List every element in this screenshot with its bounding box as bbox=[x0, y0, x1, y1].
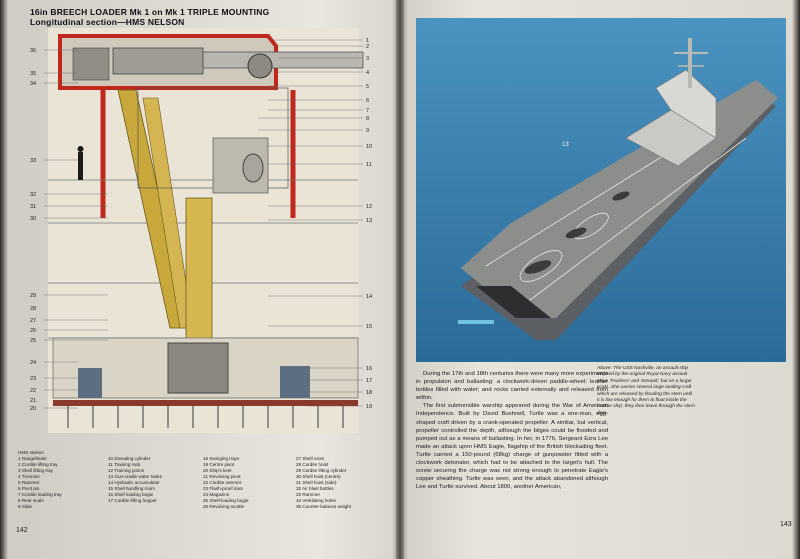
diagram-number: 20 bbox=[30, 406, 36, 412]
diagram-number: 12 bbox=[366, 204, 372, 210]
legend-item: 29 Cordite lifting cylinder bbox=[296, 468, 347, 473]
diagram-number: 17 bbox=[366, 378, 372, 384]
book-gutter bbox=[396, 0, 404, 559]
diagram-number: 35 bbox=[30, 71, 36, 77]
legend-item: 21 Revolving pivot bbox=[203, 474, 241, 479]
legend-item: 2 Cordite lifting tray bbox=[18, 462, 58, 467]
legend-item: 27 Shell room bbox=[296, 456, 325, 461]
article-paragraph: During the 17th and 18th centuries there… bbox=[416, 371, 608, 402]
legend-column: HMS Nelson 1 Rangefinder 2 Cordite lifti… bbox=[18, 450, 62, 510]
legend-item: 19 Centre pivot bbox=[203, 462, 235, 467]
article-paragraph: The first submersible warship appeared d… bbox=[416, 403, 608, 491]
diagram-number: 30 bbox=[30, 216, 36, 222]
page-number-left: 142 bbox=[16, 527, 28, 534]
diagram-number: 7 bbox=[366, 108, 369, 114]
legend-item: 11 Training rack bbox=[108, 462, 141, 467]
diagram-number: 4 bbox=[366, 70, 369, 76]
legend-item: 4 Trunnion bbox=[18, 474, 40, 479]
diagram-number: 23 bbox=[30, 376, 36, 382]
turret-cross-section-diagram: 1 2 3 4 5 6 7 8 9 10 11 12 13 14 15 16 1… bbox=[30, 28, 372, 433]
legend-item: 9 Slide bbox=[18, 504, 33, 509]
legend-item: 7 Cordite loading tray bbox=[18, 492, 62, 497]
legend-item: 28 Cordite hoist bbox=[296, 462, 329, 467]
legend-item: 10 Elevating cylinder bbox=[108, 456, 151, 461]
diagram-number: 10 bbox=[366, 144, 372, 150]
legend-item: 31 Shell hoist (side) bbox=[296, 480, 337, 485]
legend-item: 15 Shell handling room bbox=[108, 486, 155, 491]
legend-item: 23 Flash-proof door bbox=[203, 486, 244, 491]
legend-item: 14 Hydraulic accumulator bbox=[108, 480, 160, 485]
photo-caption: Above: The USS Nashville, an assault shi… bbox=[597, 366, 695, 416]
diagram-number: 13 bbox=[366, 218, 372, 224]
legend-heading: HMS Nelson bbox=[18, 450, 44, 455]
diagram-number: 1 bbox=[366, 38, 369, 44]
assault-ship-photo: 13 bbox=[416, 18, 786, 362]
diagram-number: 26 bbox=[30, 328, 36, 334]
diagram-legend: HMS Nelson 1 Rangefinder 2 Cordite lifti… bbox=[18, 450, 383, 525]
diagram-number: 3 bbox=[366, 56, 369, 62]
hull-number: 13 bbox=[562, 142, 569, 148]
legend-item: 22 Cordite rammer bbox=[203, 480, 242, 485]
legend-item: 35 Counter-balance weight bbox=[296, 504, 351, 509]
diagram-number: 33 bbox=[30, 158, 36, 164]
diagram-number: 16 bbox=[366, 366, 372, 372]
diagram-number: 28 bbox=[30, 306, 36, 312]
legend-item: 8 Rear scale bbox=[18, 498, 44, 503]
diagram-number: 11 bbox=[366, 162, 372, 168]
legend-item: 32 Air blast bottles bbox=[296, 486, 334, 491]
legend-item: 30 Shell hoist (centre) bbox=[296, 474, 341, 479]
legend-item: 24 Magazine bbox=[203, 492, 230, 497]
diagram-number: 21 bbox=[30, 398, 36, 404]
article-body: During the 17th and 18th centuries there… bbox=[416, 370, 608, 491]
legend-item: 26 Revolving scuttle bbox=[203, 504, 245, 509]
legend-item: 33 Rammer bbox=[296, 492, 320, 497]
diagram-number: 24 bbox=[30, 360, 36, 366]
diagram-title-line1: 16in BREECH LOADER Mk 1 on Mk 1 TRIPLE M… bbox=[30, 7, 270, 17]
diagram-number: 8 bbox=[366, 116, 369, 122]
diagram-number: 31 bbox=[30, 204, 36, 210]
legend-item: 5 Rammer bbox=[18, 480, 40, 485]
right-page: 13 During the 17th and 18th centuries th… bbox=[402, 0, 800, 559]
legend-column: 27 Shell room 28 Cordite hoist 29 Cordit… bbox=[296, 456, 351, 510]
legend-column: 18 Swinging trays 19 Centre pivot 20 Shi… bbox=[203, 456, 248, 510]
diagram-number: 27 bbox=[30, 318, 36, 324]
legend-column: 10 Elevating cylinder 11 Training rack 1… bbox=[108, 456, 162, 504]
diagram-number: 29 bbox=[30, 293, 36, 299]
legend-item: 34 Ventilating holes bbox=[296, 498, 336, 503]
diagram-title-line2: Longitudinal section—HMS NELSON bbox=[30, 17, 185, 27]
diagram-number: 5 bbox=[366, 84, 369, 90]
legend-item: 6 Pivot pin bbox=[18, 486, 40, 491]
diagram-number: 32 bbox=[30, 192, 36, 198]
legend-item: 12 Training pinion bbox=[108, 468, 145, 473]
diagram-number: 18 bbox=[366, 390, 372, 396]
legend-item: 25 Shell-loading bogie bbox=[203, 498, 249, 503]
ship-illustration: 13 bbox=[416, 18, 786, 362]
legend-item: 3 Shell lifting tray bbox=[18, 468, 53, 473]
legend-item: 18 Swinging trays bbox=[203, 456, 240, 461]
legend-item: 1 Rangefinder bbox=[18, 456, 47, 461]
legend-item: 13 Gun-cradle water tanks bbox=[108, 474, 162, 479]
legend-item: 16 Shell loading bogie bbox=[108, 492, 154, 497]
diagram-number: 36 bbox=[30, 48, 36, 54]
diagram-title: 16in BREECH LOADER Mk 1 on Mk 1 TRIPLE M… bbox=[30, 7, 269, 27]
left-page: 16in BREECH LOADER Mk 1 on Mk 1 TRIPLE M… bbox=[0, 0, 398, 559]
page-number-right: 143 bbox=[780, 521, 792, 528]
diagram-number: 25 bbox=[30, 338, 36, 344]
diagram-number: 19 bbox=[366, 404, 372, 410]
diagram-number: 15 bbox=[366, 324, 372, 330]
diagram-number: 22 bbox=[30, 388, 36, 394]
diagram-number: 14 bbox=[366, 294, 372, 300]
legend-item: 17 Cordite lifting hopper bbox=[108, 498, 157, 503]
diagram-number: 6 bbox=[366, 98, 369, 104]
diagram-number: 34 bbox=[30, 81, 36, 87]
diagram-number: 2 bbox=[366, 44, 369, 50]
legend-item: 20 Ship's keel bbox=[203, 468, 232, 473]
diagram-number: 9 bbox=[366, 128, 369, 134]
